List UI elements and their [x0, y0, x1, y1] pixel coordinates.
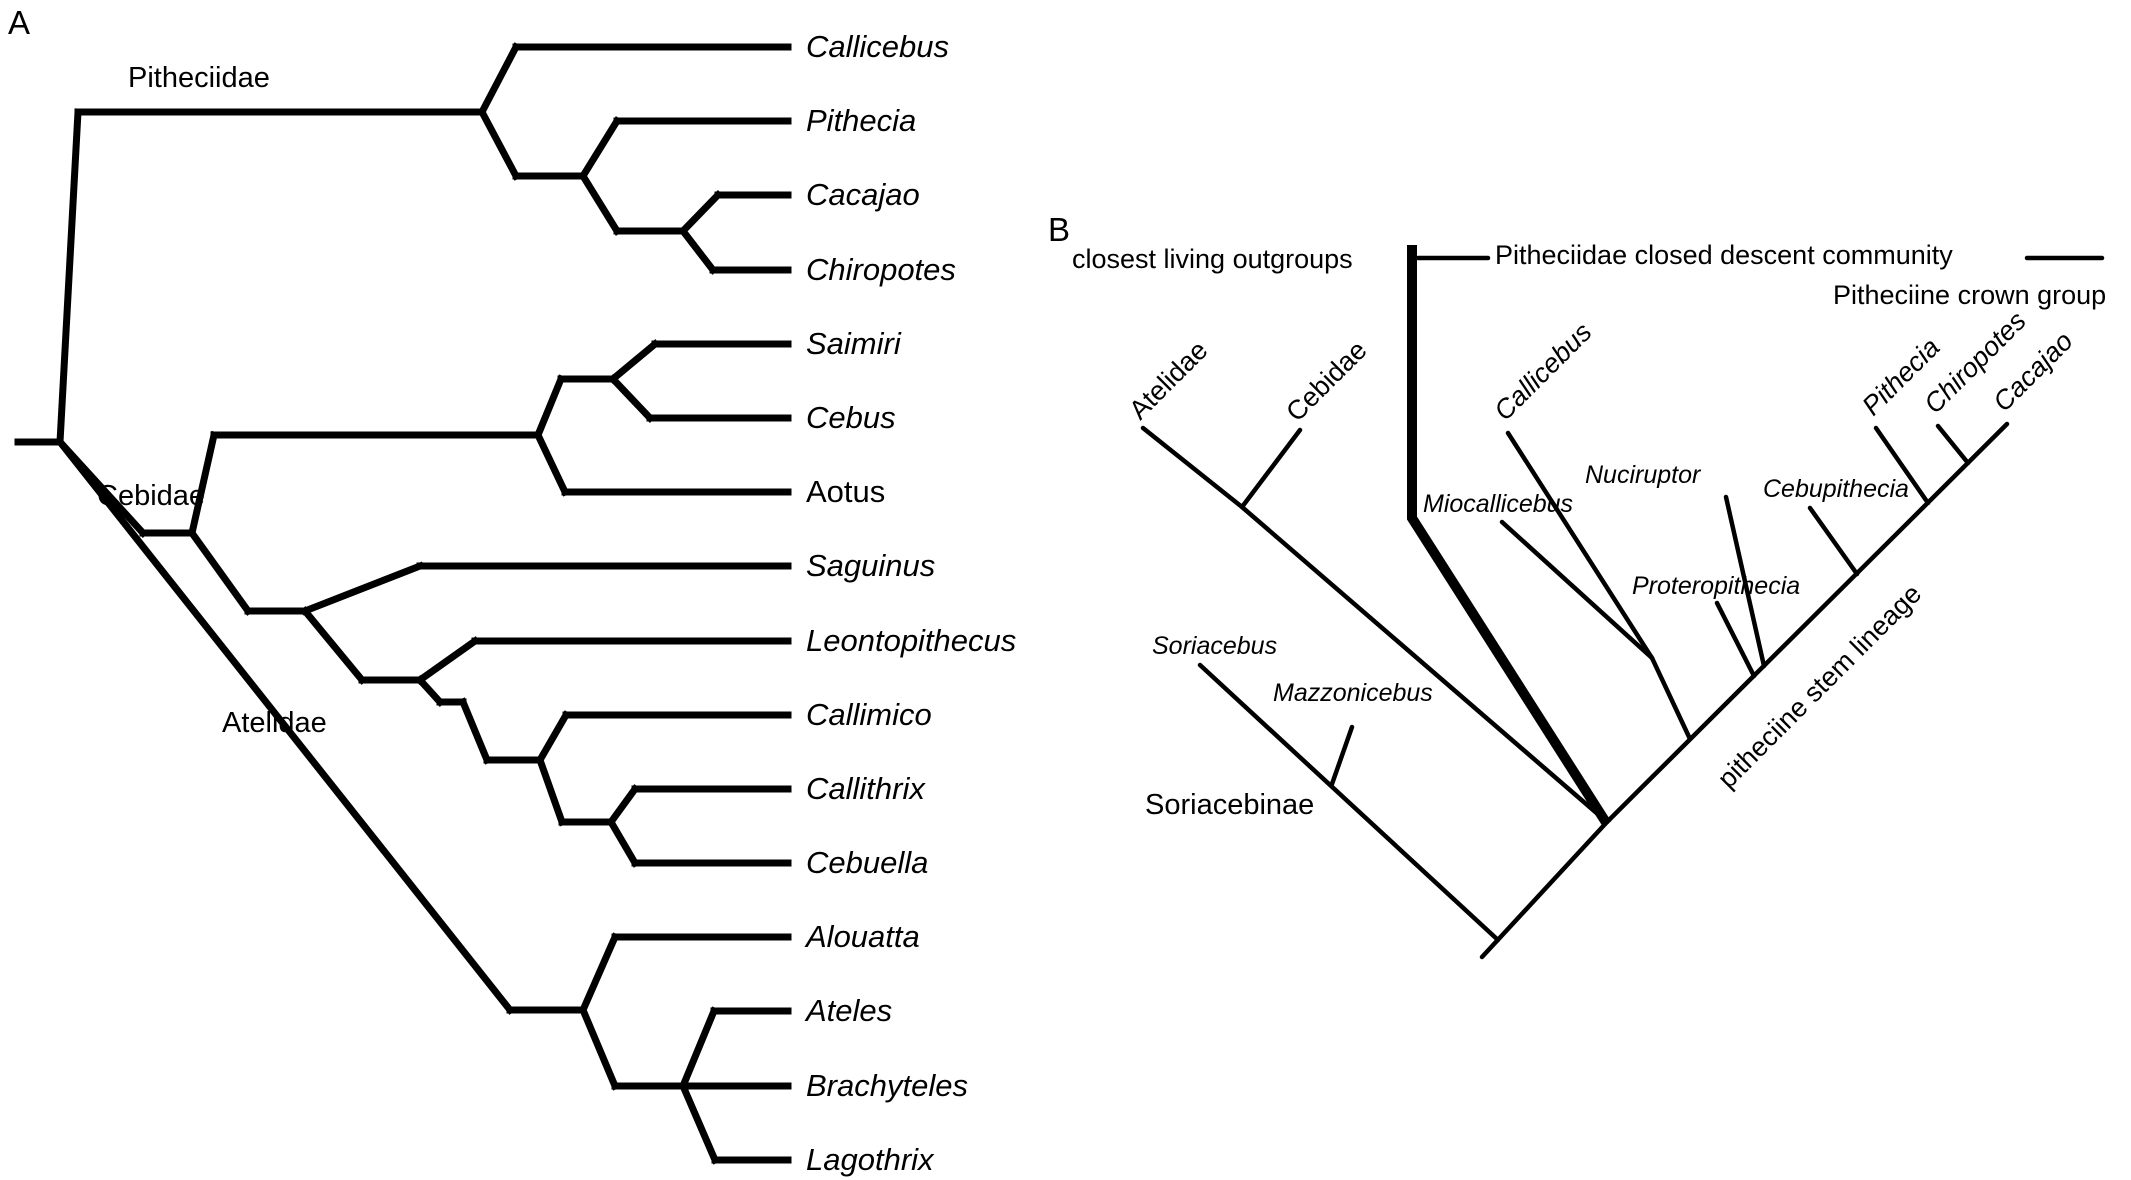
taxon-label-lagothrix: Lagothrix	[806, 1142, 934, 1177]
branch-segment	[678, 1081, 720, 1165]
clade-label-pitheciidae: Pitheciidae	[128, 62, 270, 94]
fossil-label-soriacebus: Soriacebus	[1152, 632, 1278, 660]
branch-segment	[578, 116, 622, 181]
branch-segment	[458, 697, 492, 765]
panel-a-cladogram-lines	[14, 42, 792, 1165]
branch-segment	[187, 430, 219, 538]
clade-label-atelidae: Atelidae	[222, 707, 327, 739]
branch-segment	[1649, 655, 1693, 742]
branch-segment	[578, 171, 622, 236]
taxon-label-chiropotes: Chiropotes	[806, 252, 956, 287]
branch-segment	[1499, 519, 1655, 661]
branch-segment	[1140, 425, 1245, 510]
taxon-label-cacajao: Cacajao	[806, 177, 920, 212]
branch-segment	[1479, 819, 1610, 960]
branch-segment	[678, 190, 723, 236]
branch-segment	[606, 784, 640, 827]
taxon-label-alouatta: Alouatta	[806, 919, 920, 954]
taxon-label-callithrix: Callithrix	[806, 771, 925, 806]
branch-segment	[533, 430, 570, 497]
annotation-closed-descent-community: Pitheciidae closed descent community	[1495, 240, 1953, 270]
branch-segment	[1239, 504, 1610, 825]
branch-segment	[415, 636, 480, 685]
clade-label-cebidae: Cebidae	[97, 480, 206, 512]
taxon-label-pithecia: Pithecia	[806, 103, 917, 138]
branch-segment	[678, 226, 718, 275]
taxon-label-saguinus: Saguinus	[806, 548, 936, 583]
branch-segment	[678, 1006, 719, 1091]
branch-segment	[1505, 430, 1655, 661]
branch-segment	[608, 374, 655, 423]
branch-segment	[1714, 600, 1757, 679]
branch-segment	[1197, 662, 1501, 943]
fossil-label-mazzonicebus: Mazzonicebus	[1273, 679, 1433, 707]
branch-segment	[56, 108, 82, 446]
taxon-label-cebus: Cebus	[806, 400, 896, 435]
branch-segment	[1329, 724, 1355, 787]
annotation-pitheciine-crown-group: Pitheciine crown group	[1833, 280, 2107, 310]
branch-segment	[477, 42, 521, 117]
branch-segment	[1873, 425, 1931, 506]
taxon-label-cebuella: Cebuella	[806, 845, 929, 880]
branch-segment	[533, 374, 566, 440]
taxon-label-saimiri: Saimiri	[806, 326, 901, 361]
panel-b-letter: B	[1048, 211, 1071, 248]
taxon-label-callimico: Callimico	[806, 697, 932, 732]
branch-segment	[1604, 421, 2010, 825]
branch-segment	[187, 528, 253, 616]
fossil-label-miocallicebus: Miocallicebus	[1423, 490, 1574, 518]
branch-segment	[300, 561, 425, 616]
taxon-label-aotus: Aotus	[806, 474, 886, 509]
taxon-label-leontopithecus: Leontopithecus	[806, 623, 1017, 658]
branch-segment	[477, 107, 521, 181]
branch-segment	[578, 1005, 620, 1091]
annotation-soriacebinae: Soriacebinae	[1145, 789, 1315, 821]
branch-segment	[1723, 494, 1767, 669]
taxon-label-brachyteles: Brachyteles	[806, 1068, 968, 1103]
branch-segment	[535, 755, 567, 827]
branch-segment	[1935, 423, 1971, 466]
taxon-label-callicebus: Callicebus	[806, 29, 950, 64]
branch-segment	[608, 339, 660, 384]
panel-b-tree-lines	[1140, 245, 2105, 960]
branch-segment	[1239, 427, 1303, 510]
taxon-label-ateles: Ateles	[806, 993, 893, 1028]
branch-segment	[535, 710, 571, 765]
branch-segment	[300, 606, 367, 685]
branch-segment	[415, 675, 445, 707]
fossil-label-nuciruptor: Nuciruptor	[1585, 461, 1701, 489]
branch-segment	[606, 817, 640, 868]
pitheciidae-bold-stem-line	[1407, 245, 1612, 827]
fossil-label-proteropithecia: Proteropithecia	[1632, 572, 1801, 600]
annotation-closest-living-outgroups: closest living outgroups	[1072, 244, 1353, 274]
branch-segment	[578, 932, 620, 1015]
branch-segment	[55, 437, 515, 1015]
fossil-label-cebupithecia: Cebupithecia	[1763, 475, 1909, 503]
panel-a-letter: A	[8, 4, 31, 41]
branch-segment	[1807, 505, 1860, 577]
